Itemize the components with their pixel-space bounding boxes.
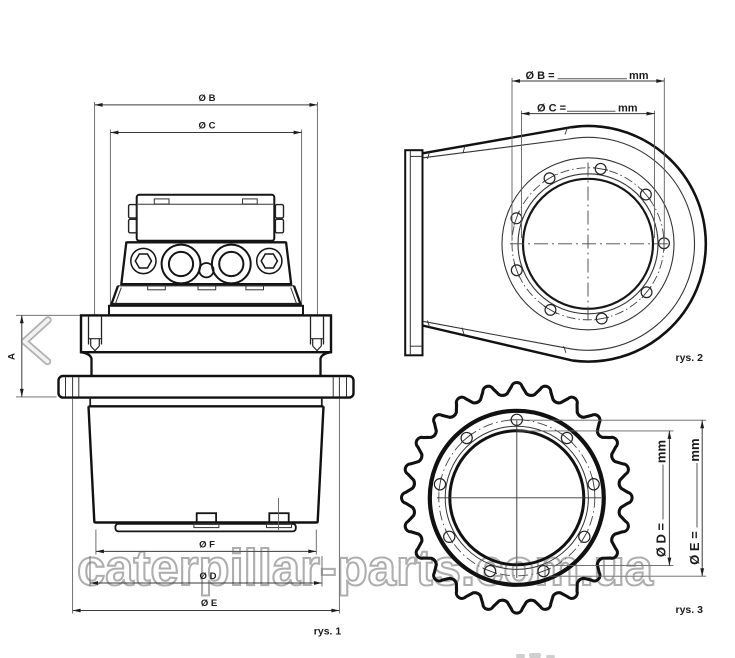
svg-text:Ø F: Ø F: [199, 540, 215, 551]
svg-text:Ø D: Ø D: [200, 571, 217, 582]
svg-text:caterpillar-parts.com.ua: caterpillar-parts.com.ua: [77, 539, 654, 596]
svg-text:Ø E =: Ø E =: [687, 531, 702, 565]
svg-text:Ø C: Ø C: [199, 121, 216, 132]
svg-text:Ø D =: Ø D =: [654, 522, 669, 557]
svg-text:Ø E: Ø E: [201, 598, 217, 609]
svg-text:Ø B: Ø B: [199, 93, 216, 104]
svg-text:Ø C =: Ø C =: [537, 103, 566, 115]
svg-text:Ø B =: Ø B =: [526, 70, 555, 82]
svg-text:mm: mm: [629, 70, 649, 82]
svg-text:rys. 1: rys. 1: [314, 626, 342, 638]
svg-text:mm: mm: [654, 440, 669, 463]
svg-text:rys. 3: rys. 3: [676, 604, 704, 616]
svg-text:mm: mm: [687, 438, 702, 461]
svg-text:A: A: [7, 353, 18, 360]
svg-text:rys. 2: rys. 2: [676, 352, 704, 364]
svg-text:mm: mm: [618, 103, 638, 115]
